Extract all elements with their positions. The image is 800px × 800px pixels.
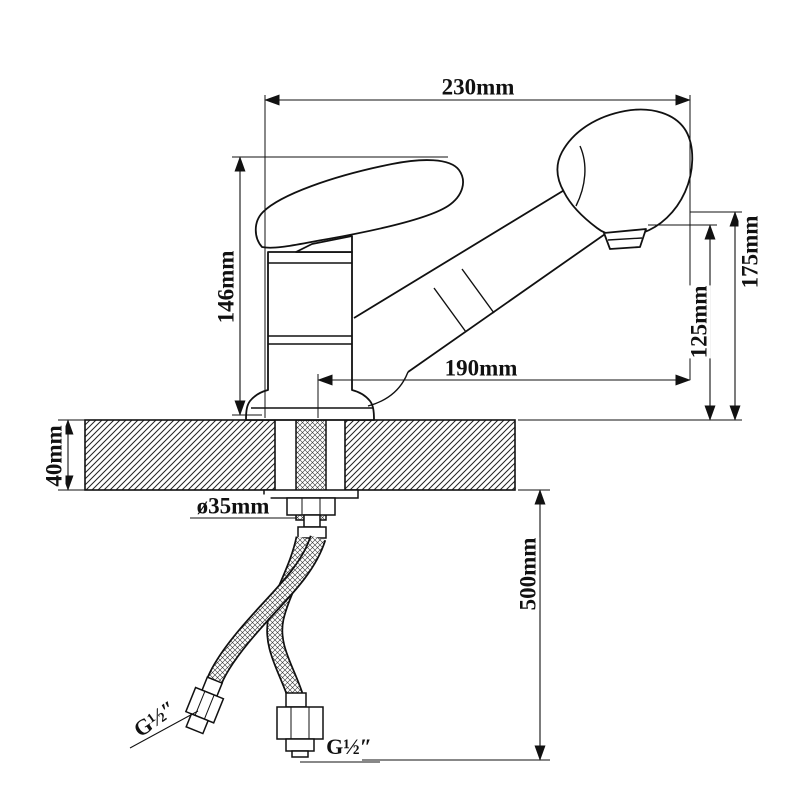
thread-label-bottom: G½″ [326, 734, 372, 759]
mounting-nut [286, 497, 336, 516]
mounting-deck [84, 419, 516, 491]
spray-head [556, 108, 694, 250]
deck-left-section [84, 419, 276, 491]
dim-500mm [362, 489, 550, 761]
dim-146mm [232, 156, 448, 416]
dim-label-hose-length: 500mm [515, 537, 541, 611]
dim-label-body-height: 146mm [213, 250, 239, 324]
hose-fitting-left [184, 676, 225, 735]
dim-190mm [317, 374, 691, 418]
dim-175mm [690, 211, 742, 421]
dimension-lines [58, 94, 742, 763]
hose-fitting-bottom [276, 692, 324, 758]
supply-hose-left [206, 535, 327, 686]
handle-lever [254, 159, 464, 249]
dim-label-total-height: 175mm [737, 215, 763, 289]
deck-right-section [344, 419, 516, 491]
leader-thread-left [129, 710, 199, 749]
dim-label-deck-thickness: 40mm [41, 425, 67, 487]
dim-label-spout-height: 125mm [686, 285, 712, 359]
handle-neck [295, 235, 353, 253]
mounting-washer [263, 489, 359, 499]
dim-label-spout-reach: 190mm [443, 355, 519, 381]
faucet-handle [254, 159, 464, 253]
dim-label-hole-diameter: ø35mm [195, 493, 271, 519]
dim-40mm [58, 419, 88, 491]
threaded-stem [263, 419, 359, 539]
dim-label-top-width: 230mm [440, 74, 516, 100]
stem-lower-rod [303, 514, 321, 528]
